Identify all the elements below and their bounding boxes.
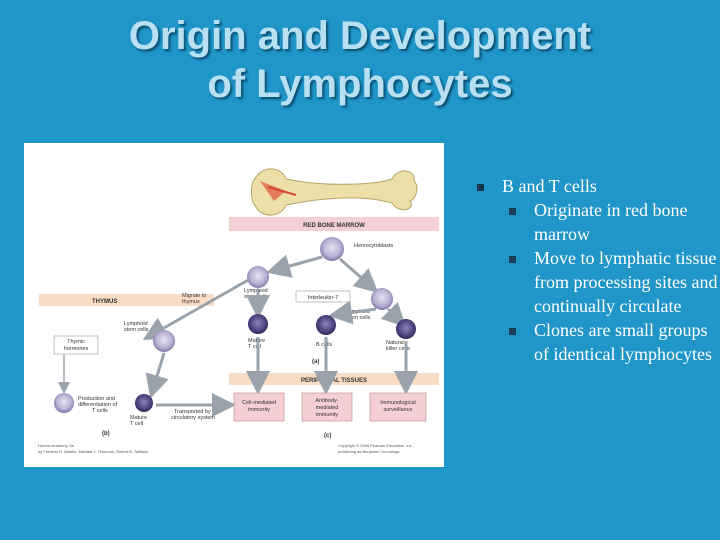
thymus-t-cell-cluster — [54, 393, 74, 413]
lymphocyte-development-figure: RED BONE MARROW Hemocytoblasts Lymphoid … — [24, 143, 444, 467]
sub-bullet-text: Move to lymphatic tissue from processing… — [534, 248, 718, 316]
antibody-label-3: immunity — [316, 412, 338, 418]
red-bone-marrow-band — [229, 217, 439, 231]
mature-t-cell-thymus — [135, 394, 153, 412]
immunological-surveillance-box — [369, 392, 427, 422]
hemocytoblast-cell — [320, 237, 344, 261]
thymic-label-1: Thymic — [67, 339, 85, 345]
panel-c-label: (c) — [324, 433, 331, 439]
sub-bullet-marker — [509, 208, 516, 215]
lymphoid-stem-right-label-2: stem cells — [346, 315, 371, 321]
antibody-label-1: Antibody- — [315, 398, 338, 404]
thymic-hormones-box — [53, 335, 99, 355]
sub-bullet-marker — [509, 256, 516, 263]
nk-label-2: killer cells — [386, 346, 410, 352]
bullet-list: B and T cells Originate in red bone marr… — [474, 174, 720, 366]
credit-right-1: Copyright © 2006 Pearson Education, Inc. — [338, 443, 413, 448]
transported-label-2: circulatory system — [171, 415, 215, 421]
mature-t-cell-marrow — [248, 314, 268, 334]
b-cells-label: B cells — [316, 342, 332, 348]
production-label-2: differentiation of — [78, 402, 118, 408]
bullet-text-main: B and T cells — [502, 176, 597, 196]
thymic-label-2: hormones — [64, 346, 89, 352]
sub-bullet-item: Move to lymphatic tissue from processing… — [474, 246, 720, 318]
thymus-band — [39, 294, 214, 306]
slide-title-line-1: Origin and Development — [128, 14, 592, 58]
thymus-label: THYMUS — [92, 299, 117, 305]
thymus-lymphoid-label-1: Lymphoid — [124, 321, 148, 327]
bullet-marker — [477, 184, 484, 191]
slide-title: Origin and Development of Lymphocytes — [0, 12, 720, 108]
lymphoid-stem-cell-thymus — [153, 330, 175, 352]
panel-a-label: (a) — [312, 359, 319, 365]
hemocytoblasts-label: Hemocytoblasts — [354, 243, 393, 249]
sub-bullet-text: Clones are small groups of identical lym… — [534, 320, 712, 364]
migrate-label-1: Migrate to — [182, 293, 206, 299]
credit-left-1: Human Anatomy, 5e — [38, 443, 75, 448]
production-label-1: Production and — [78, 396, 115, 402]
mature-t-label-2: T cell — [248, 344, 261, 350]
thymus-mature-label-2: T cell — [130, 421, 143, 427]
surveil-label-2: surveillance — [383, 407, 412, 413]
sub-bullet-item: Clones are small groups of identical lym… — [474, 318, 720, 366]
lymphoid-stem-cell-right — [371, 288, 393, 310]
panel-b-label: (b) — [102, 431, 110, 437]
transported-label-1: Transported by — [174, 409, 211, 415]
peripheral-label: PERIPHERAL TISSUES — [301, 378, 367, 384]
sub-bullet-item: Originate in red bone marrow — [474, 198, 720, 246]
interleukin-label: Interleukin-7 — [308, 295, 338, 301]
natural-killer-cell — [396, 319, 416, 339]
lymphoid-stem-label-1: Lymphoid — [244, 288, 268, 294]
interleukin-box — [295, 290, 351, 303]
migrate-label-2: thymus — [182, 299, 200, 305]
femur-bone-illustration — [251, 168, 418, 216]
red-bone-marrow-label: RED BONE MARROW — [303, 223, 365, 229]
thymus-mature-label-1: Mature — [130, 415, 147, 421]
antibody-label-2: mediated — [316, 405, 339, 411]
lymphoid-stem-label-2: stem cells — [244, 294, 269, 300]
sub-bullet-text: Originate in red bone marrow — [534, 200, 688, 244]
cell-mediated-box — [233, 392, 285, 422]
b-cell — [316, 315, 336, 335]
credit-right-2: publishing as Benjamin Cummings — [338, 449, 399, 454]
sub-bullet-marker — [509, 328, 516, 335]
thymus-lymphoid-label-2: stem cells — [124, 327, 149, 333]
nk-label-1: Natural — [386, 340, 404, 346]
antibody-mediated-box — [301, 392, 353, 422]
lymphoid-stem-cell-marrow — [247, 266, 269, 288]
production-label-3: T cells — [92, 408, 108, 414]
credit-left-2: by Frederic H. Martini, Michael J. Timmo… — [38, 449, 148, 454]
cell-mediated-label-2: immunity — [248, 407, 270, 413]
cell-mediated-label-1: Cell-mediated — [242, 400, 276, 406]
surveil-label-1: Immunological — [380, 400, 415, 406]
slide-title-line-2: of Lymphocytes — [207, 62, 513, 106]
bullet-item: B and T cells — [474, 174, 720, 198]
